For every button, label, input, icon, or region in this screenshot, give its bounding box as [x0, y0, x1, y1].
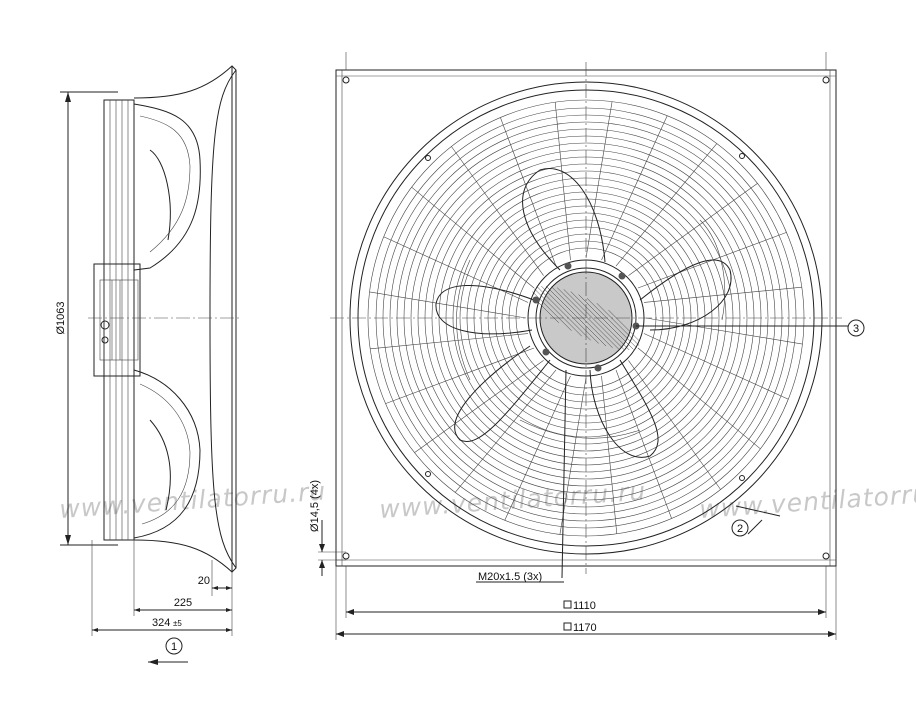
diameter-label: Ø1063 — [55, 301, 67, 334]
guard-spoke — [637, 347, 761, 450]
guard-spoke — [628, 360, 721, 490]
hub-hatch-line — [596, 303, 640, 346]
guard-spoke — [643, 286, 802, 303]
hub-hatch-line — [545, 285, 607, 347]
square-symbol — [563, 622, 572, 631]
guard-spoke — [454, 369, 557, 493]
motor-hub — [93, 263, 141, 377]
guard-spoke — [559, 377, 587, 535]
watermark-text: www.ventilatorru.ru — [58, 476, 327, 524]
callout-1-circle — [165, 637, 183, 655]
guard-spoke — [628, 183, 758, 276]
watermark-text: www.ventilatorru.ru — [698, 476, 916, 524]
dim-1170: 1170 — [573, 622, 597, 634]
side-view: Ø1063 — [55, 65, 240, 665]
dim-324: 324 — [152, 617, 170, 629]
hub-hatch-line — [534, 288, 582, 337]
dim-225: 225 — [174, 597, 192, 609]
dim-20: 20 — [198, 575, 210, 587]
hub-hatch-line — [537, 286, 591, 341]
guard-spoke — [585, 101, 613, 259]
square-symbol — [563, 600, 572, 609]
thread-holes — [532, 262, 640, 372]
guard-spoke — [500, 117, 557, 267]
callout-1-label: 1 — [171, 641, 177, 653]
guard-spokes — [369, 101, 803, 535]
hub-hatch-line — [557, 287, 619, 350]
guard-spoke — [554, 102, 571, 261]
guard-spoke — [504, 375, 571, 521]
callout-3-label: 3 — [853, 323, 859, 335]
guard-spoke — [601, 375, 618, 534]
hub-hatch-line — [551, 286, 613, 349]
callout-2-circle — [731, 519, 749, 537]
watermark-group: www.ventilatorru.ru www.ventilatorru.ru … — [58, 476, 916, 524]
hole-dimension-label: Ø14,5 (4x) — [309, 480, 321, 532]
hub-hatch-line — [578, 294, 634, 350]
guard-spoke — [385, 347, 535, 404]
hub-hatch-line — [608, 309, 640, 342]
thread-label: M20x1.5 (3x) — [478, 571, 542, 583]
hub-hatch-line — [563, 289, 625, 351]
dim-1110: 1110 — [573, 600, 596, 612]
guard-spoke — [383, 236, 529, 303]
impeller-blades — [435, 168, 732, 458]
blade-side-profiles — [133, 103, 201, 539]
watermark-text: www.ventilatorru.ru — [378, 476, 647, 524]
guard-spoke — [369, 291, 527, 319]
guard-spoke — [414, 360, 544, 453]
hub-hatch-line — [541, 285, 599, 344]
guard-spoke — [411, 186, 535, 289]
guard-spoke — [615, 143, 718, 267]
corner-holes — [342, 76, 830, 560]
guard-spoke — [451, 146, 544, 276]
guard-spoke — [645, 317, 803, 345]
ring-screws — [425, 153, 745, 481]
guard-spoke — [370, 333, 529, 350]
motor-fins — [103, 99, 135, 541]
hub-hatch-line — [570, 291, 630, 351]
hub-pattern — [532, 285, 640, 351]
callout-2-label: 2 — [737, 523, 743, 535]
hub-hatch-line — [586, 298, 638, 349]
front-view: 3 2 Ø14,5 (4x) M20x1.5 (3x) 1110 1170 — [309, 52, 865, 640]
guard-spoke — [601, 115, 668, 261]
dim-324-tolerance: ±5 — [173, 619, 182, 628]
guard-spoke — [643, 333, 789, 400]
guard-spoke — [615, 369, 672, 519]
callout-3-circle — [847, 319, 865, 337]
